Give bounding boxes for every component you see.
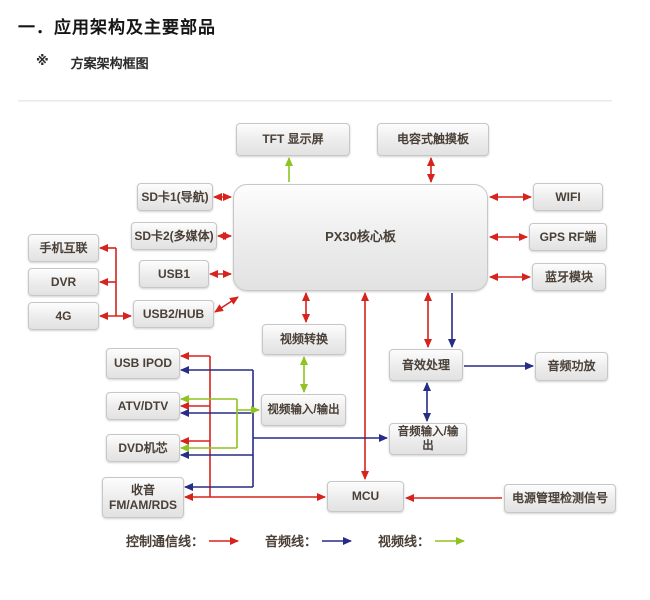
page-title: 一．应用架构及主要部品 xyxy=(18,18,216,37)
legend: 控制通信线： 音频线： 视频线： xyxy=(126,531,469,550)
subtitle-marker: ※ xyxy=(36,53,49,68)
legend-audio-label: 音频线： xyxy=(265,534,318,549)
divider xyxy=(18,100,612,102)
legend-video-label: 视频线： xyxy=(378,534,431,549)
node-4g: 4G xyxy=(28,302,99,330)
radio-label-line1: 收音 xyxy=(130,482,155,497)
node-radio-fm-am-rds: 收音 FM/AM/RDS xyxy=(102,477,184,518)
node-gps-rf: GPS RF端 xyxy=(529,223,607,251)
node-video-in-out: 视频输入/输出 xyxy=(261,394,346,426)
control-line-arrow-icon xyxy=(209,536,240,545)
node-capacitive-touch-panel: 电容式触摸板 xyxy=(377,123,489,156)
page-subtitle: ※ 方案架构框图 xyxy=(36,53,149,72)
node-audio-amplifier: 音频功放 xyxy=(535,352,608,381)
video-line-arrow-icon xyxy=(435,536,466,545)
node-audio-effects: 音效处理 xyxy=(389,349,463,381)
audio-line-arrow-icon xyxy=(322,536,353,545)
node-sd-card1-nav: SD卡1(导航) xyxy=(137,183,213,211)
node-tft-display: TFT 显示屏 xyxy=(236,123,350,156)
node-mcu: MCU xyxy=(327,481,404,512)
node-phone-link: 手机互联 xyxy=(28,234,99,262)
node-sd-card2-multimedia: SD卡2(多媒体) xyxy=(131,222,217,250)
node-audio-in-out: 音频输入/输出 xyxy=(389,423,467,455)
node-usb1: USB1 xyxy=(139,260,209,288)
node-dvd-mechanism: DVD机芯 xyxy=(106,434,180,462)
node-usb-ipod: USB IPOD xyxy=(106,348,180,379)
node-atv-dtv: ATV/DTV xyxy=(106,392,180,420)
node-px30-core-board: PX30核心板 xyxy=(233,184,488,291)
subtitle-text: 方案架构框图 xyxy=(70,56,149,71)
node-power-mgmt-signal: 电源管理检测信号 xyxy=(504,484,616,513)
node-video-converter: 视频转换 xyxy=(262,324,346,355)
legend-control-label: 控制通信线： xyxy=(126,534,205,549)
node-usb2-hub: USB2/HUB xyxy=(133,300,214,328)
node-wifi: WIFI xyxy=(533,183,603,211)
node-bluetooth-module: 蓝牙模块 xyxy=(532,263,606,291)
audio-wires xyxy=(180,293,534,491)
radio-label-line2: FM/AM/RDS xyxy=(109,497,177,512)
node-dvr: DVR xyxy=(28,268,99,296)
